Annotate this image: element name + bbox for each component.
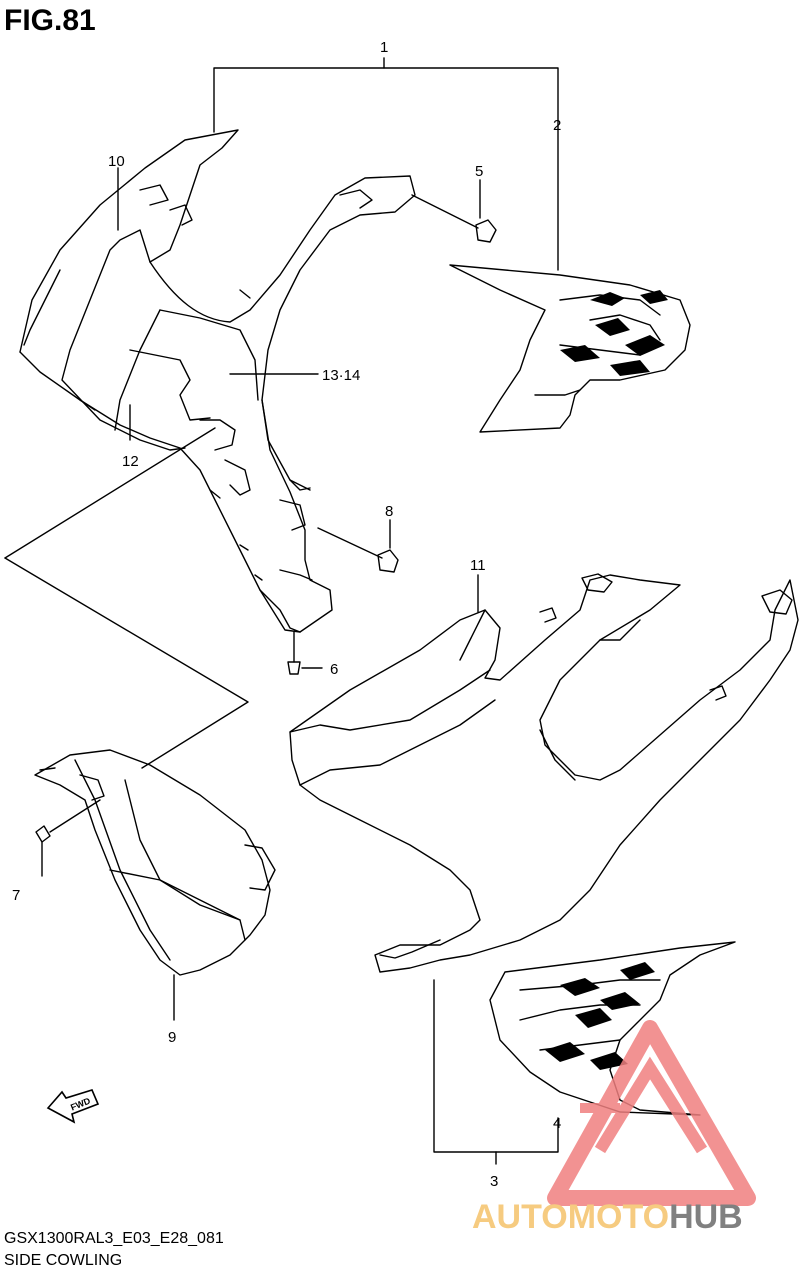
callout-2: 2 bbox=[553, 117, 561, 134]
lower-inner-panel bbox=[34, 749, 276, 976]
callout-7: 7 bbox=[12, 887, 20, 904]
grommet-8 bbox=[317, 519, 399, 573]
svg-text:AUTOMOTOHUB: AUTOMOTOHUB bbox=[472, 1198, 743, 1236]
bracket-3 bbox=[433, 979, 559, 1153]
side-cowling-main bbox=[289, 573, 799, 973]
figure-title: FIG.81 bbox=[4, 4, 96, 37]
callout-12: 12 bbox=[122, 453, 139, 470]
upper-inner-cowling bbox=[19, 129, 416, 633]
automotohub-logo: AUTOMOTOHUB bbox=[472, 1020, 756, 1236]
callout-10: 10 bbox=[108, 153, 125, 170]
fwd-arrow-icon: FWD bbox=[46, 1089, 100, 1124]
callout-8: 8 bbox=[385, 503, 393, 520]
bracket-1 bbox=[213, 67, 559, 271]
nut-5 bbox=[411, 179, 497, 243]
callout-4: 4 bbox=[553, 1115, 561, 1132]
callout-5: 5 bbox=[475, 163, 483, 180]
callout-13-14: 13·14 bbox=[322, 367, 360, 384]
figure-name: SIDE COWLING bbox=[4, 1252, 123, 1269]
callout-9: 9 bbox=[168, 1029, 176, 1046]
callout-1: 1 bbox=[380, 39, 388, 56]
callout-11: 11 bbox=[470, 557, 486, 574]
rivet-7 bbox=[35, 799, 101, 877]
callout-6: 6 bbox=[330, 661, 338, 678]
callout-3: 3 bbox=[490, 1173, 498, 1190]
screw-6 bbox=[287, 631, 323, 675]
figure-code: GSX1300RAL3_E03_E28_081 bbox=[4, 1230, 224, 1247]
